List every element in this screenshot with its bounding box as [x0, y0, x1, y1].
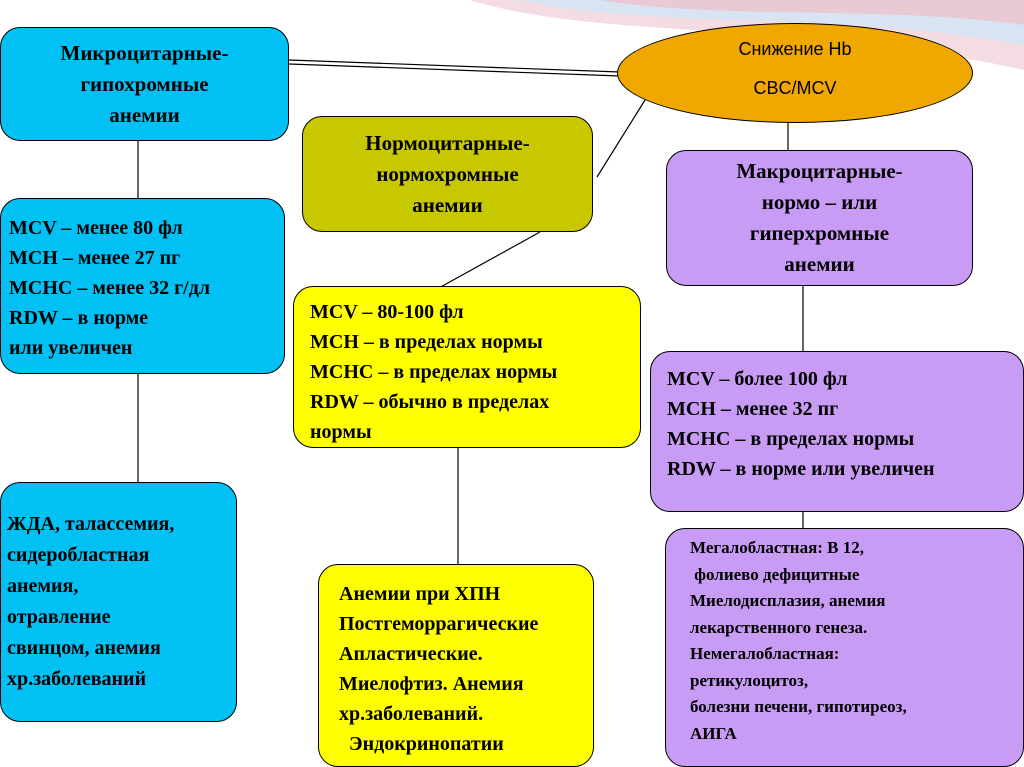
criterion-mcv: MCV – менее 80 фл [9, 217, 183, 239]
cause-item: Миелодисплазия, анемия [690, 591, 886, 610]
cause-item: ретикулоцитоз, [690, 670, 809, 690]
criterion-mcv: MCV – 80-100 фл [310, 301, 464, 323]
macrocytic-causes-box: Мегалобластная: В 12, фолиево дефицитные… [665, 528, 1024, 767]
criterion-mcv: MCV – более 100 фл [667, 368, 848, 390]
criterion-mchc: MCHC – в пределах нормы [667, 428, 915, 450]
cause-item: Эндокринопатии [339, 733, 504, 755]
cause-item: сидеробластная [7, 544, 150, 566]
cbc-mcv-label: CBC/MCV [753, 78, 837, 98]
hb-decrease-node: Снижение Hb CBC/MCV [617, 23, 973, 123]
microcytic-criteria-box: MCV – менее 80 фл MCH – менее 27 пг MCHC… [0, 198, 285, 374]
normocytic-title-box: Нормоцитарные- нормохромные анемии [302, 116, 593, 232]
cause-item: болезни печени, гипотиреоз, [690, 697, 907, 716]
criterion-rdw: RDW – в норме или увеличен [667, 458, 935, 480]
macrocytic-title-box: Макроцитарные- нормо – или гиперхромные … [666, 150, 973, 286]
cause-item: Анемии при ХПН [339, 583, 501, 605]
cause-item: хр.заболеваний. [339, 703, 484, 725]
normocytic-title-line: нормохромные [376, 161, 519, 186]
cause-item: анемия, [7, 575, 79, 597]
cause-item: фолиево дефицитные [690, 564, 860, 584]
criterion-mch: MCH – менее 32 пг [667, 398, 839, 420]
microcytic-title-box: Микроцитарные- гипохромные анемии [0, 27, 289, 141]
normocytic-title-line: анемии [412, 192, 483, 217]
normocytic-title-line: Нормоцитарные- [365, 130, 530, 155]
microcytic-title-line: Микроцитарные- [60, 40, 229, 65]
cause-item: Немегалобластная: [690, 644, 840, 663]
macrocytic-title-line: нормо – или [761, 190, 878, 214]
cause-item: ЖДА, талассемия, [7, 513, 175, 535]
macrocytic-criteria-box: MCV – более 100 фл MCH – менее 32 пг MCH… [650, 351, 1024, 512]
cause-item: отравление [7, 606, 111, 628]
normocytic-causes-box: Анемии при ХПН Постгеморрагические Аплас… [318, 564, 594, 767]
cause-item: Апластические. [339, 643, 483, 665]
cause-item: Постгеморрагические [339, 613, 539, 635]
cause-item: АИГА [690, 723, 737, 743]
criterion-rdw-cont: или увеличен [9, 337, 133, 359]
criterion-rdw: RDW – в норме [9, 307, 149, 329]
macrocytic-title-line: Макроцитарные- [736, 159, 903, 183]
macrocytic-title-line: анемии [784, 252, 855, 276]
microcytic-title-line: гипохромные [80, 71, 209, 96]
hb-decrease-label: Снижение Hb [738, 39, 852, 59]
macrocytic-title-line: гиперхромные [749, 221, 890, 245]
microcytic-title-line: анемии [109, 102, 180, 127]
microcytic-causes-box: ЖДА, талассемия, сидеробластная анемия, … [0, 482, 237, 722]
cause-item: хр.заболеваний [7, 668, 147, 690]
criterion-mch: MCH – в пределах нормы [310, 331, 543, 353]
criterion-mch: MCH – менее 27 пг [9, 247, 181, 269]
cause-item: Миелофтиз. Анемия [339, 673, 524, 695]
criterion-rdw: RDW – обычно в пределах [310, 391, 550, 413]
criterion-rdw-cont: нормы [310, 421, 372, 443]
cause-item: свинцом, анемия [7, 637, 161, 659]
cause-item: Мегалобластная: В 12, [690, 538, 865, 557]
criterion-mchc: MCHC – менее 32 г/дл [9, 277, 211, 299]
criterion-mchc: MCHC – в пределах нормы [310, 361, 558, 383]
cause-item: лекарственного генеза. [690, 617, 868, 637]
normocytic-criteria-box: MCV – 80-100 фл MCH – в пределах нормы M… [293, 286, 641, 448]
